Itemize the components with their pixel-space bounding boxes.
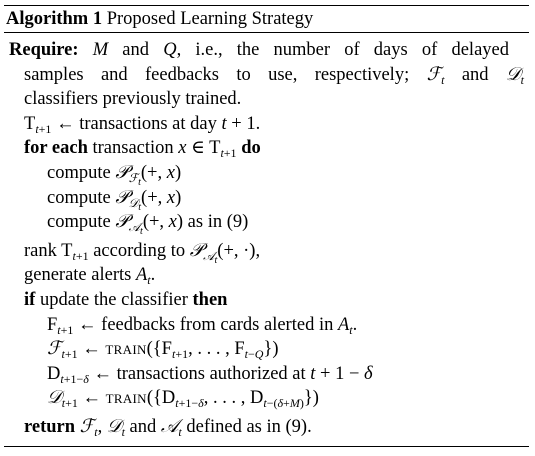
algorithm-caption: Algorithm 1 Proposed Learning Strategy [4,6,529,32]
algo-line-1: Tt+1 ← transactions at day t + 1. [4,112,529,137]
line-2-text: transaction x ∈ Tt+1 [92,138,237,161]
algo-line-2: for each transaction x ∈ Tt+1 do [4,136,529,161]
line-6-text: rank Tt+1 according to 𝒫𝒜t(+, ·), [24,239,261,266]
algo-line-12: 𝒟t+1 ← train({Dt+1−δ, . . . , Dt−(δ+M)}) [4,386,529,411]
do-keyword: do [241,138,261,159]
line-4-text: compute 𝒫𝒟t(+, x) [47,186,182,213]
algo-line-9: Ft+1 ← feedbacks from cards alerted in A… [4,313,529,338]
algo-line-10: ℱt+1 ← train({Ft+1, . . . , Ft−Q}) [4,337,529,362]
algo-line-5: compute 𝒫𝒜t(+, x) as in (9) [4,210,529,238]
algo-line-4: compute 𝒫𝒟t(+, x) [4,186,529,213]
algo-line-7: generate alerts At. [4,263,529,288]
line-3-text: compute 𝒫ℱt(+, x) [47,161,182,188]
if-keyword: if [24,289,36,310]
top-rule [4,5,529,6]
algorithm-title: Proposed Learning Strategy [106,9,314,29]
algo-line-8: if update the classifier then [4,288,529,313]
line-9-text: Ft+1 ← feedbacks from cards alerted in A… [47,314,358,337]
line-8-text: update the classifier [39,289,193,310]
for-each-keyword: for each [24,138,88,159]
then-keyword: then [192,289,228,310]
line-12-text: 𝒟t+1 ← train({Dt+1−δ, . . . , Dt−(δ+M)}) [47,387,319,411]
algo-line-3: compute 𝒫ℱt(+, x) [4,161,529,188]
line-1-text: Tt+1 ← transactions at day t + 1. [24,113,261,136]
algo-line-11: Dt+1−δ ← transactions authorized at t + … [4,362,529,387]
line-13-text: ℱt, 𝒟t and 𝒜t defined as in (9). [79,415,312,439]
algo-line-6: rank Tt+1 according to 𝒫𝒜t(+, ·), [4,239,529,266]
require-line-1: Require: M and Q, i.e., the number of da… [4,38,509,63]
algorithm-label: Algorithm 1 [6,9,103,29]
require-line-2: samples and feedbacks to use, respective… [4,63,524,88]
return-keyword: return [24,416,76,437]
require-keyword: Require: [9,40,79,60]
algorithm-body: Require: M and Q, i.e., the number of da… [4,33,529,446]
line-5-text: compute 𝒫𝒜t(+, x) as in (9) [47,211,249,238]
require-text-1: M and Q, i.e., the number of days of del… [92,40,509,60]
algorithm-block: Algorithm 1 Proposed Learning Strategy R… [4,5,529,447]
algo-line-13: return ℱt, 𝒟t and 𝒜t defined as in (9). [4,415,529,440]
line-7-text: generate alerts At. [24,265,156,288]
line-10-text: ℱt+1 ← train({Ft+1, . . . , Ft−Q}) [47,338,279,362]
require-line-3: classifiers previously trained. [4,87,529,112]
require-text-2: samples and feedbacks to use, respective… [24,63,524,87]
line-11-text: Dt+1−δ ← transactions authorized at t + … [47,363,373,386]
caption-rule [4,32,529,33]
bottom-rule [4,445,529,447]
require-text-3: classifiers previously trained. [24,89,242,110]
